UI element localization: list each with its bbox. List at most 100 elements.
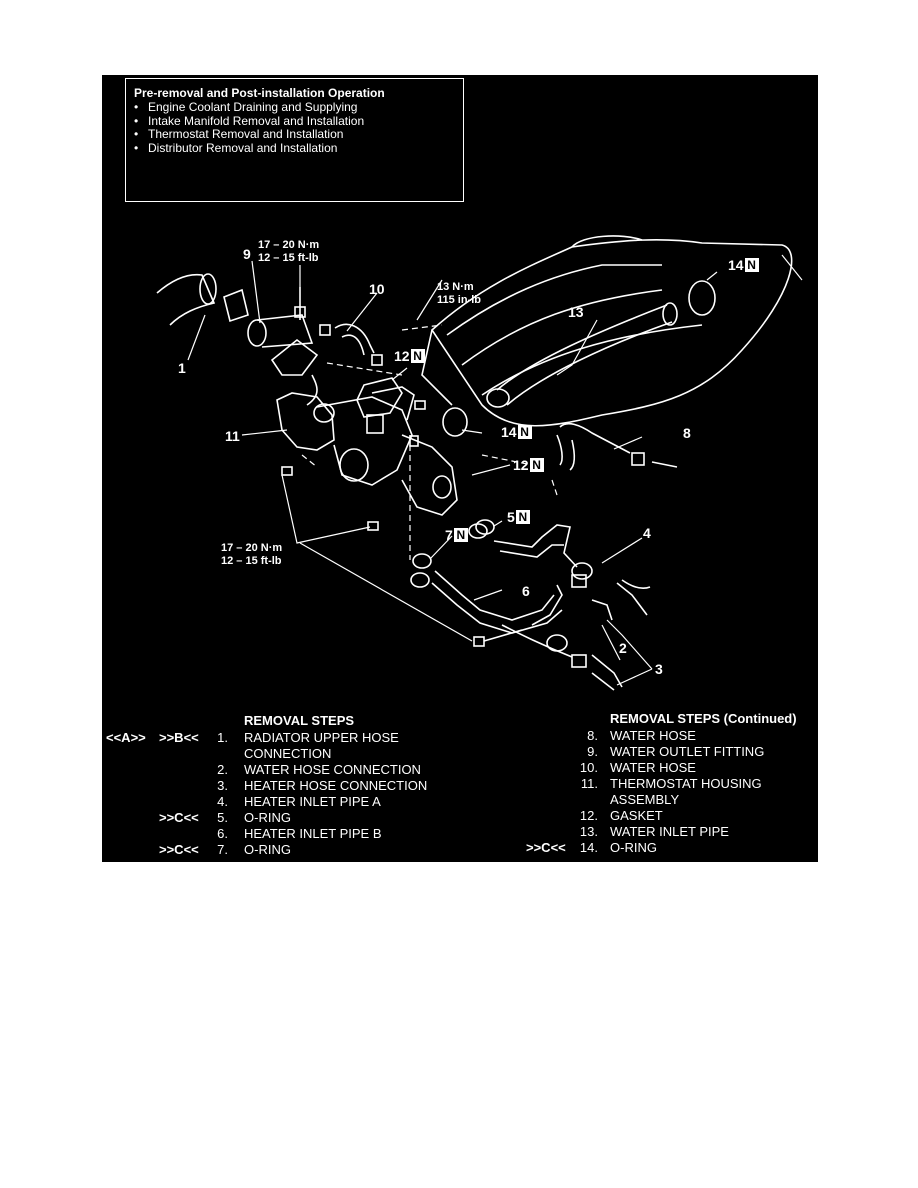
step-number: 11.	[580, 776, 598, 791]
torque-mid-nm: 13 N·m	[437, 281, 474, 293]
step-row: 2. WATER HOSE CONNECTION	[102, 762, 462, 778]
step-number: 6.	[217, 826, 228, 841]
new-part-badge: N	[517, 425, 532, 439]
intake-manifold-drawing	[421, 235, 793, 427]
step-label: O-RING	[244, 810, 291, 825]
new-part-badge: N	[744, 258, 759, 272]
o-ring-7-drawing	[412, 553, 432, 569]
callout-10: 10	[369, 281, 385, 297]
step-label: HEATER INLET PIPE B	[244, 826, 382, 841]
callout-1: 1	[178, 360, 186, 376]
step-label: WATER HOSE	[610, 760, 696, 775]
step-row: 9. WATER OUTLET FITTING	[502, 744, 818, 760]
o-ring-5-drawing	[475, 519, 495, 535]
o-ring-14-middle-drawing	[442, 407, 468, 437]
callout-12-lower: 12	[513, 457, 529, 473]
step-number: 8.	[587, 728, 598, 743]
step-label: HEATER INLET PIPE A	[244, 794, 381, 809]
step-row: 10. WATER HOSE	[502, 760, 818, 776]
heater-hoses-drawing	[501, 574, 651, 691]
step-number: 1.	[217, 730, 228, 745]
pre-removal-item: Intake Manifold Removal and Installation	[134, 114, 364, 129]
exploded-view-drawing	[156, 235, 803, 691]
step-row: 3. HEATER HOSE CONNECTION	[102, 778, 462, 794]
callout-6: 6	[522, 583, 530, 599]
leader-lines-drawing	[187, 254, 803, 686]
step-label: GASKET	[610, 808, 663, 823]
water-inlet-pipe-drawing	[486, 302, 678, 408]
step-number: 3.	[217, 778, 228, 793]
step-label: WATER HOSE CONNECTION	[244, 762, 421, 777]
new-part-badge: N	[453, 528, 468, 542]
torque-spec-lower: 17 – 20 N·m 12 – 15 ft-lb	[221, 542, 282, 568]
new-part-badge: N	[515, 510, 530, 524]
removal-steps-heading: REMOVAL STEPS	[244, 713, 355, 728]
step-number: 2.	[217, 762, 228, 777]
callout-14-top: 14	[728, 257, 744, 273]
step-number: 10.	[579, 760, 598, 775]
step-row: 8. WATER HOSE	[502, 728, 818, 744]
pre-removal-item: Distributor Removal and Installation	[134, 141, 364, 156]
step-row: 6. HEATER INLET PIPE B	[102, 826, 462, 842]
callout-5: 5	[507, 509, 515, 525]
step-row: 12. GASKET	[502, 808, 818, 824]
step-label: O-RING	[244, 842, 291, 857]
step-row: 11. THERMOSTAT HOUSING	[502, 776, 818, 792]
callout-11: 11	[225, 428, 240, 444]
new-part-badge: N	[410, 349, 425, 363]
step-label: CONNECTION	[244, 746, 332, 761]
radiator-upper-hose-drawing	[156, 273, 249, 326]
step-number: 9.	[587, 744, 598, 759]
torque-top-nm: 17 – 20 N·m	[258, 239, 320, 251]
step-number: 4.	[217, 794, 228, 809]
callout-13: 13	[568, 304, 584, 320]
water-hose-8-drawing	[556, 422, 678, 471]
step-number: 14.	[579, 840, 598, 855]
step-row: <<A>> >>B<< 1. RADIATOR UPPER HOSE	[102, 730, 462, 746]
step-number: 7.	[217, 842, 228, 857]
thermostat-housing-drawing	[276, 374, 458, 516]
callout-2: 2	[619, 640, 627, 656]
step-label: HEATER HOSE CONNECTION	[244, 778, 428, 793]
step-row: 13. WATER INLET PIPE	[502, 824, 818, 840]
callout-3: 3	[655, 661, 663, 677]
step-row-continuation: CONNECTION	[102, 746, 462, 762]
step-mark-c: >>C<<	[159, 842, 199, 857]
step-label: ASSEMBLY	[610, 792, 680, 807]
alignment-lines-drawing	[301, 324, 558, 560]
heater-inlet-pipes-drawing	[410, 523, 593, 652]
o-ring-14-top-drawing	[688, 280, 716, 316]
step-label: THERMOSTAT HOUSING	[610, 776, 762, 791]
torque-spec-top: 17 – 20 N·m 12 – 15 ft-lb	[258, 239, 319, 265]
torque-low-nm: 17 – 20 N·m	[221, 542, 283, 554]
torque-spec-middle: 13 N·m 115 in-lb	[437, 281, 481, 307]
pre-removal-note-box: Pre-removal and Post-installation Operat…	[125, 78, 464, 202]
pre-removal-title: Pre-removal and Post-installation Operat…	[134, 86, 385, 100]
step-row: >>C<< 5. O-RING	[102, 810, 462, 826]
step-row: >>C<< 7. O-RING	[102, 842, 462, 858]
step-mark-c: >>C<<	[159, 810, 199, 825]
pre-removal-item: Engine Coolant Draining and Supplying	[134, 100, 364, 115]
callout-9: 9	[243, 246, 251, 262]
callout-12-upper: 12	[394, 348, 410, 364]
gasket-drawing	[356, 377, 403, 418]
step-label: O-RING	[610, 840, 657, 855]
step-number: 12.	[579, 808, 598, 823]
step-label: RADIATOR UPPER HOSE	[244, 730, 399, 745]
pre-removal-list: Engine Coolant Draining and Supplying In…	[134, 100, 364, 156]
step-row: >>C<< 14. O-RING	[502, 840, 818, 856]
water-outlet-fitting-drawing	[247, 287, 319, 376]
step-number: 5.	[217, 810, 228, 825]
callout-7: 7	[445, 527, 453, 543]
step-mark-a: <<A>>	[106, 730, 146, 745]
callout-4: 4	[643, 525, 651, 541]
step-mark-b: >>B<<	[159, 730, 199, 745]
removal-steps-continued-heading: REMOVAL STEPS (Continued)	[610, 711, 797, 726]
callout-14-middle: 14	[501, 424, 517, 440]
bolts-drawing	[281, 400, 523, 647]
torque-top-ftlb: 12 – 15 ft-lb	[258, 252, 319, 264]
